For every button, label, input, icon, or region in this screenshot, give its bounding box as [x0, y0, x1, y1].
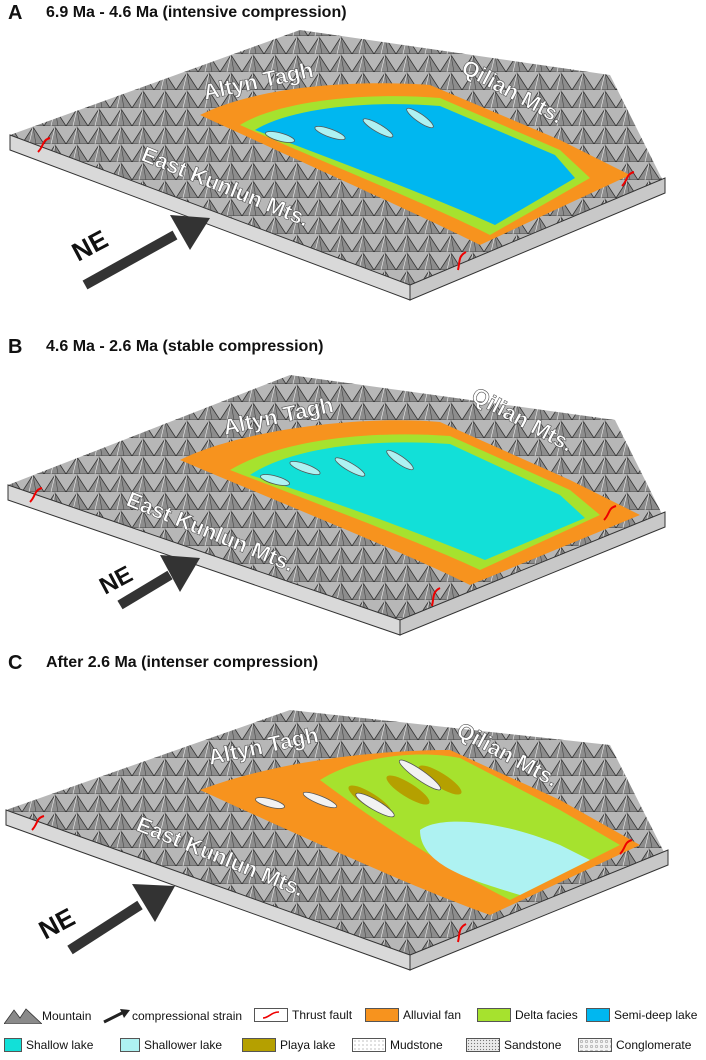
sandstone-swatch	[466, 1038, 500, 1052]
legend-sandstone: Sandstone	[466, 1038, 561, 1052]
legend-label: Alluvial fan	[403, 1008, 462, 1022]
block-diagram-c: NE Altyn Tagh Qilian Mts. East Kunlun Mt…	[5, 710, 669, 971]
panel-title: After 2.6 Ma (intenser compression)	[46, 654, 319, 671]
legend-semideep: Semi-deep lake	[586, 1008, 697, 1022]
mudstone-swatch	[352, 1038, 386, 1052]
alluvial-fan-swatch	[365, 1008, 399, 1022]
legend-mountain: Mountain	[4, 1008, 91, 1024]
legend-shallow: Shallow lake	[4, 1038, 93, 1052]
thrust-fault-icon	[621, 171, 635, 187]
legend: Mountain compressional strain Thrust fau…	[0, 1000, 706, 1060]
thrust-fault-icon	[29, 487, 43, 503]
panel-letter: C	[8, 652, 23, 674]
compressional-strain-arrow-icon	[103, 1009, 130, 1024]
legend-label: Thrust fault	[292, 1008, 353, 1022]
thrust-fault-icon	[457, 251, 467, 271]
panel-letter: A	[8, 2, 23, 24]
ne-arrow	[82, 215, 210, 290]
panel-title: 4.6 Ma - 2.6 Ma (stable compression)	[46, 338, 324, 355]
legend-strain: compressional strain	[102, 1008, 242, 1024]
thrust-fault-icon	[262, 1011, 280, 1019]
block-diagram-b: NE Altyn Tagh Qilian Mts. East Kunlun Mt…	[7, 375, 666, 636]
legend-label: Shallow lake	[26, 1038, 94, 1052]
panel-c: NE Altyn Tagh Qilian Mts. East Kunlun Mt…	[0, 650, 706, 990]
thrust-fault-icon	[37, 137, 51, 153]
thrust-fault-icon	[619, 839, 633, 855]
legend-mudstone: Mudstone	[352, 1038, 443, 1052]
block-right-side	[409, 177, 666, 301]
conglomerate-swatch	[578, 1038, 612, 1052]
shallower-lake-area	[420, 821, 590, 895]
legend-label: Delta facies	[515, 1008, 578, 1022]
semi-deep-lake-swatch	[586, 1008, 610, 1022]
legend-label: compressional strain	[132, 1009, 243, 1023]
thrust-fault-icon	[457, 923, 467, 943]
lake-lenses	[260, 449, 414, 486]
mountain-icon	[4, 1008, 42, 1024]
panel-letter: B	[8, 336, 23, 358]
legend-playa: Playa lake	[242, 1038, 335, 1052]
legend-label: Semi-deep lake	[614, 1008, 698, 1022]
panel-title: 6.9 Ma - 4.6 Ma (intensive compression)	[46, 4, 347, 21]
legend-label: Mudstone	[390, 1038, 443, 1052]
shallower-lake-swatch	[120, 1038, 140, 1052]
thrust-fault-icon	[431, 587, 441, 607]
block-right-side	[409, 849, 669, 971]
legend-label: Shallower lake	[144, 1038, 223, 1052]
legend-label: Sandstone	[504, 1038, 562, 1052]
thrust-fault-swatch	[254, 1008, 288, 1022]
legend-shallower: Shallower lake	[120, 1038, 222, 1052]
lake-lenses	[265, 107, 434, 143]
legend-delta: Delta facies	[477, 1008, 578, 1022]
legend-label: Mountain	[42, 1009, 92, 1023]
legend-label: Playa lake	[280, 1038, 336, 1052]
shallow-lake-swatch	[4, 1038, 22, 1052]
block-diagram-a: NE Altyn Tagh Qilian Mts. East Kunlun Mt…	[9, 30, 666, 301]
legend-label: Conglomerate	[616, 1038, 692, 1052]
thrust-fault-icon	[31, 815, 45, 831]
delta-facies-swatch	[477, 1008, 511, 1022]
legend-conglomerate: Conglomerate	[578, 1038, 691, 1052]
block-right-side	[399, 511, 666, 636]
panel-b: NE Altyn Tagh Qilian Mts. East Kunlun Mt…	[0, 330, 706, 660]
ne-arrow	[67, 884, 175, 955]
legend-alluvial: Alluvial fan	[365, 1008, 461, 1022]
ne-label: NE	[67, 224, 113, 267]
shallow-lake-area	[250, 442, 585, 560]
playa-lake-swatch	[242, 1038, 276, 1052]
legend-thrust: Thrust fault	[254, 1008, 352, 1022]
ne-label: NE	[34, 902, 80, 945]
ne-arrow	[117, 555, 200, 610]
panel-a: NE Altyn Tagh Qilian Mts. East Kunlun Mt…	[0, 0, 706, 330]
thrust-fault-icon	[603, 505, 617, 521]
lake-lenses	[255, 759, 442, 818]
